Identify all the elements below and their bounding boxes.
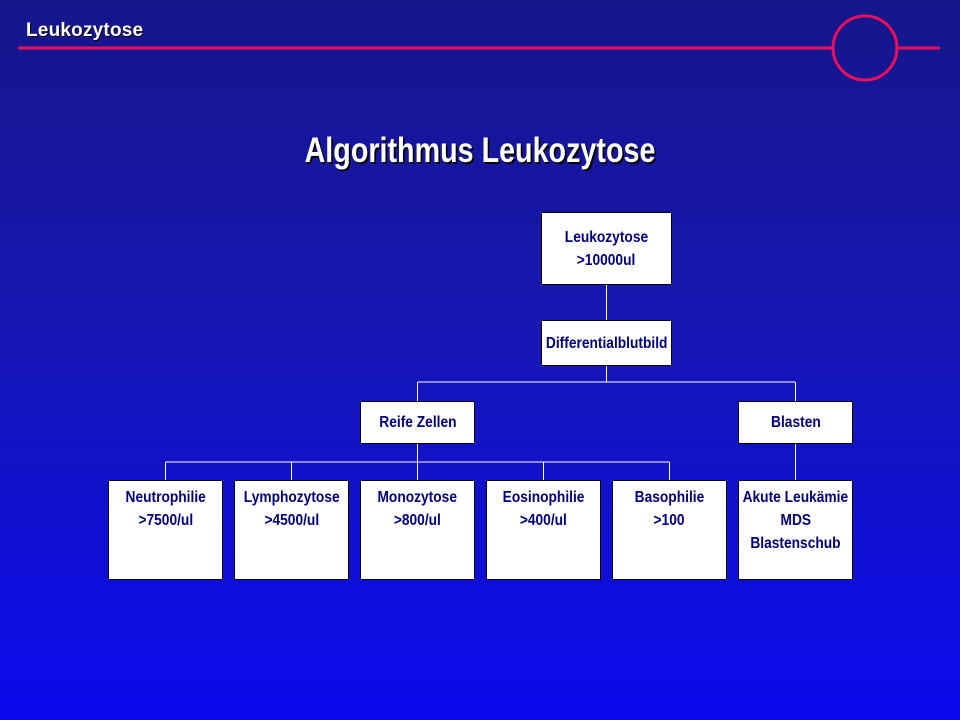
node-lymphocytosis-line2: >4500/ul xyxy=(264,512,319,529)
header-circle-icon xyxy=(831,14,899,82)
node-lymphocytosis-line1: Lymphozytose xyxy=(243,489,340,506)
node-leukocytosis: Leukozytose >10000ul xyxy=(541,212,672,285)
node-basophilia: Basophilie >100 xyxy=(612,480,727,580)
node-leukocytosis-line2: >10000ul xyxy=(577,251,636,269)
node-neutrophilia-line1: Neutrophilie xyxy=(125,489,206,506)
node-monocytosis-line1: Monozytose xyxy=(377,489,458,506)
node-eosinophilia-line1: Eosinophilie xyxy=(502,489,585,506)
node-differential-label: Differentialblutbild xyxy=(545,334,668,352)
node-lymphocytosis: Lymphozytose >4500/ul xyxy=(234,480,349,580)
node-blasts-label: Blasten xyxy=(770,414,821,431)
node-differential: Differentialblutbild xyxy=(541,320,672,366)
node-eosinophilia-line2: >400/ul xyxy=(519,512,568,529)
node-basophilia-line1: Basophilie xyxy=(634,489,705,506)
node-monocytosis: Monozytose >800/ul xyxy=(360,480,475,580)
node-neutrophilia: Neutrophilie >7500/ul xyxy=(108,480,223,580)
node-acute-leukemia-line2: MDS xyxy=(780,512,811,529)
node-blasts: Blasten xyxy=(738,401,853,444)
node-eosinophilia: Eosinophilie >400/ul xyxy=(486,480,601,580)
node-neutrophilia-line2: >7500/ul xyxy=(138,512,193,529)
slide-title: Algorithmus Leukozytose xyxy=(304,131,656,170)
node-acute-leukemia-line3: Blastenschub xyxy=(750,535,841,552)
node-acute-leukemia: Akute Leukämie MDS Blastenschub xyxy=(738,480,853,580)
node-mature-cells: Reife Zellen xyxy=(360,401,475,444)
node-mature-cells-label: Reife Zellen xyxy=(378,414,457,431)
node-acute-leukemia-line1: Akute Leukämie xyxy=(742,489,849,506)
node-leukocytosis-line1: Leukozytose xyxy=(564,228,649,246)
header-title: Leukozytose xyxy=(26,20,144,41)
node-monocytosis-line2: >800/ul xyxy=(393,512,442,529)
node-basophilia-line2: >100 xyxy=(653,512,685,529)
